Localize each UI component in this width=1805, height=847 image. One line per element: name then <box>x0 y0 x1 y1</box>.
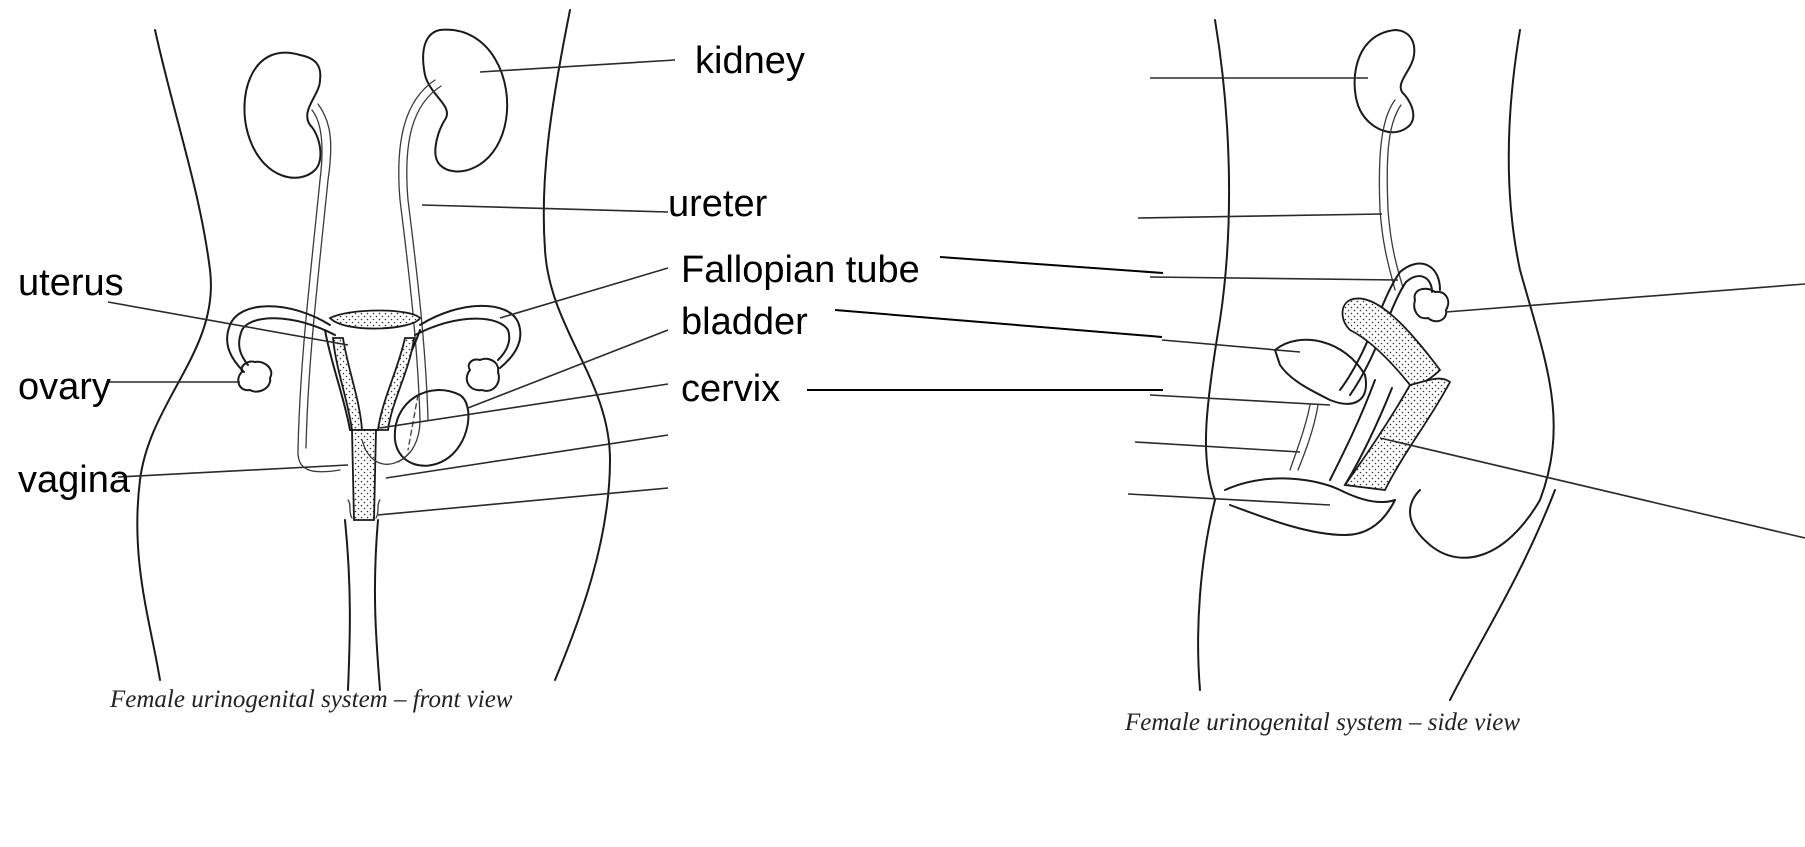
side-leader-3 <box>1150 277 1398 280</box>
side-kidney <box>1355 30 1415 132</box>
leader-ureter <box>422 205 668 212</box>
front-body-outline-left <box>137 30 211 680</box>
front-leg-right <box>375 520 380 690</box>
front-uterus-top <box>330 311 420 329</box>
side-leader-4 <box>1150 395 1330 405</box>
side-leader-8 <box>1380 438 1805 538</box>
front-bladder <box>395 390 469 466</box>
leader-cervix <box>380 384 668 428</box>
side-view <box>807 20 1805 700</box>
front-vagina <box>352 430 376 520</box>
side-urethra <box>1290 405 1318 470</box>
label-ureter: ureter <box>668 183 768 225</box>
side-ovary <box>1414 289 1448 322</box>
side-body-outline-left <box>1198 20 1229 690</box>
label-vagina: vagina <box>18 459 131 501</box>
label-kidney: kidney <box>695 40 805 82</box>
side-body-outline-right <box>1410 30 1554 558</box>
front-body-outline-right <box>544 10 610 680</box>
label-bladder: bladder <box>681 301 808 343</box>
front-ovary-left <box>238 362 271 392</box>
side-leader-7 <box>1446 284 1805 312</box>
leader-fallopian-tube-cross <box>940 257 1163 273</box>
side-leader-6 <box>1128 494 1330 505</box>
front-leg-left <box>345 520 350 690</box>
front-uterus-wall-right <box>378 338 414 430</box>
front-ovary-right <box>467 359 499 391</box>
front-fallopian-tube-right <box>415 306 520 368</box>
side-leader-5 <box>1135 442 1300 452</box>
front-kidney-left <box>244 53 320 178</box>
leader-kidney <box>480 60 675 72</box>
front-ureter-right-inner <box>407 86 441 420</box>
leader-fallopian-tube <box>500 268 668 318</box>
side-leader-2 <box>1138 214 1382 218</box>
label-uterus: uterus <box>18 262 124 304</box>
leader-unlabeled-2 <box>378 488 668 515</box>
front-kidney-right <box>423 30 507 172</box>
label-cervix: cervix <box>681 368 780 410</box>
side-leg-right <box>1450 490 1555 700</box>
leader-bladder-cross <box>835 310 1162 337</box>
caption-front-view: Female urinogenital system – front view <box>109 686 513 713</box>
side-uterus-lower <box>1345 379 1450 490</box>
leader-unlabeled-1 <box>386 435 668 478</box>
front-view <box>108 10 675 690</box>
caption-side-view: Female urinogenital system – side view <box>1124 709 1520 736</box>
label-ovary: ovary <box>18 366 111 408</box>
label-fallopian-tube: Fallopian tube <box>681 249 920 291</box>
